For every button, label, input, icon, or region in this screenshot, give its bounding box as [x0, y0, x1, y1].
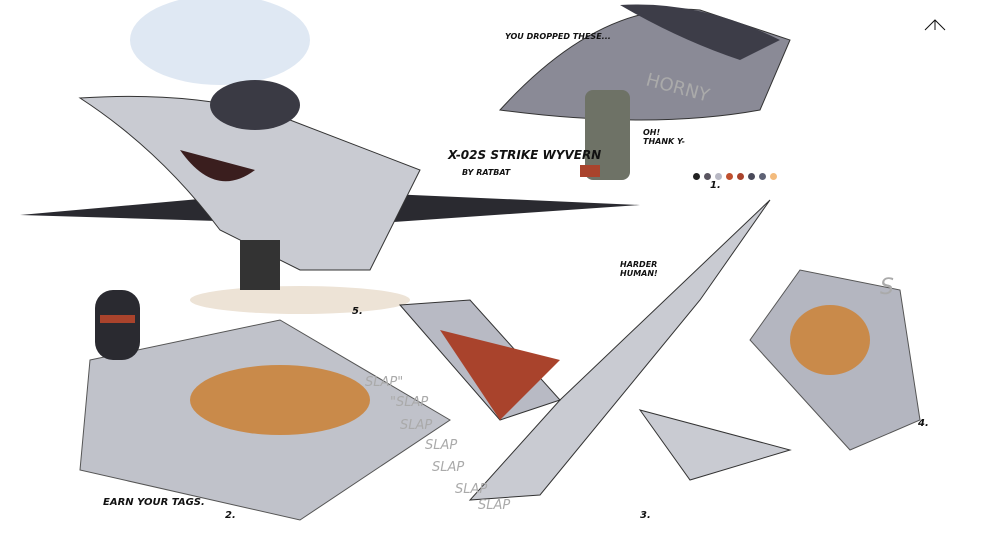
panel-2-scene — [79, 290, 451, 521]
panel-number: 3. — [640, 510, 651, 521]
color-palette — [693, 165, 781, 184]
spider-doodle — [924, 19, 946, 31]
sfx: SLAP — [478, 498, 511, 513]
ground-shadow — [190, 286, 410, 314]
caption: EARN YOUR TAGS. — [103, 497, 205, 508]
panel-number: 4. — [918, 418, 929, 429]
dialogue: HARDER HUMAN! — [620, 260, 658, 278]
pilot-figure — [585, 90, 630, 180]
sfx: SLAP" — [365, 375, 404, 390]
author: BY RATBAT — [462, 168, 511, 177]
sfx: SLAP — [455, 482, 488, 497]
jet-panel-3 — [398, 199, 792, 501]
panel-number: 1. — [710, 180, 721, 191]
dialogue: YOU DROPPED THESE... — [505, 32, 611, 41]
helmet — [95, 290, 140, 360]
sky-glow — [130, 0, 310, 85]
dialogue: OH! THANK Y- — [643, 128, 685, 146]
sfx: SLAP — [400, 418, 433, 433]
panel-4-scene — [749, 269, 921, 451]
sfx: SLAP — [432, 460, 465, 475]
sfx: "SLAP — [390, 395, 429, 410]
title: X-02S STRIKE WYVERN — [448, 148, 602, 162]
sfx: S — [880, 275, 894, 300]
jet-panel-1 — [498, 4, 791, 180]
sfx: SLAP — [425, 438, 458, 453]
panel-number: 2. — [225, 510, 236, 521]
jet-front-view — [20, 80, 640, 290]
panel-number: 5. — [352, 306, 363, 317]
